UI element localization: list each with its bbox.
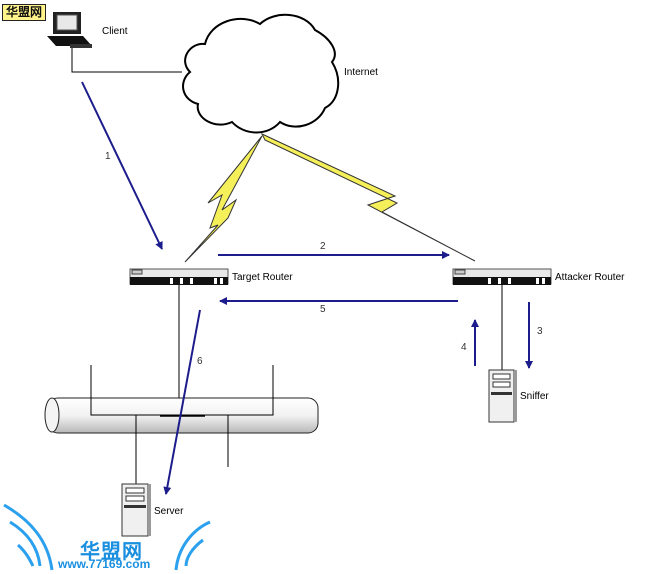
step-3-label: 3 [537,326,543,337]
watermark-site-url: www.77169.com [58,557,151,571]
target-router-label: Target Router [232,272,293,283]
sniffer-icon [488,369,517,423]
sniffer-label: Sniffer [520,391,549,402]
step-1-arrow [81,81,163,250]
step-4-label: 4 [461,342,467,353]
watermark-badge: 华盟网 [2,4,47,21]
step-1-label: 1 [105,151,111,162]
lightning-bolt-icon [184,135,263,263]
server-label: Server [154,506,184,517]
watermark-site-name: 华盟网 [80,541,143,563]
step-5-label: 5 [320,304,326,315]
step-6-label: 6 [197,356,203,367]
lightning-bolt-icon [260,132,476,262]
attacker-router-icon [452,268,552,285]
internet-cloud-icon [182,13,340,134]
target-router-icon [129,268,229,285]
client-internet-link [71,48,182,73]
step-6-arrow [163,309,201,495]
server-icon [121,483,151,537]
attacker-router-label: Attacker Router [555,272,625,283]
client-laptop-icon [47,12,92,48]
client-label: Client [102,26,128,37]
lan-bus-icon [44,365,319,485]
internet-label: Internet [344,67,378,78]
watermark-wing-left-icon [3,503,54,571]
step-2-label: 2 [320,241,326,252]
watermark-wing-right-icon [174,520,211,571]
